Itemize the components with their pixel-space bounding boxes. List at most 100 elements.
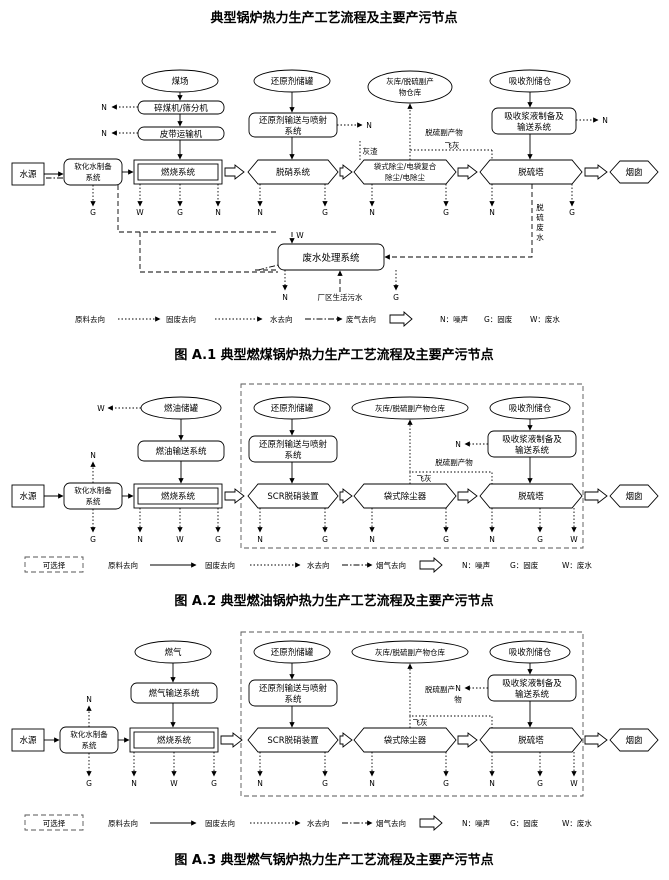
svg-text:G: G [443, 779, 449, 788]
svg-text:还原剂输送与喷射: 还原剂输送与喷射 [259, 439, 328, 450]
svg-text:燃气: 燃气 [164, 647, 182, 658]
svg-text:N: N [131, 779, 137, 788]
emissions-row: G W G N N G N G N G [90, 184, 575, 217]
svg-text:N: N [137, 535, 143, 544]
noise-label: N [101, 103, 107, 112]
svg-text:灰库/脱硫副产物仓库: 灰库/脱硫副产物仓库 [375, 647, 446, 657]
node-slurry-label-2: 输送系统 [517, 122, 552, 133]
svg-text:W：废水: W：废水 [530, 314, 560, 324]
node-wastewater-label: 废水处理系统 [302, 252, 360, 264]
optional-group [240, 383, 584, 549]
svg-text:燃烧系统: 燃烧系统 [157, 735, 192, 746]
noise-label: N [101, 129, 107, 138]
svg-text:固废去向: 固废去向 [166, 314, 196, 324]
flue-arrow [584, 164, 608, 180]
node-reductant-feed-label-2: 系统 [284, 126, 302, 137]
svg-text:N：噪声: N：噪声 [462, 560, 490, 570]
noise-label: N [602, 116, 608, 125]
svg-text:脱: 脱 [536, 202, 544, 212]
svg-text:G: G [86, 779, 92, 788]
svg-text:N: N [257, 208, 263, 217]
noise-label: N [366, 121, 372, 130]
legend-gas: 可选择 原料去向 固废去向 水去向 烟气去向 N：噪声 G：固废 W：废水 [24, 814, 592, 831]
node-bag-filter [353, 727, 457, 753]
svg-text:烟囱: 烟囱 [625, 491, 642, 502]
svg-text:烟囱: 烟囱 [625, 735, 642, 746]
svg-text:灰库/脱硫副产物仓库: 灰库/脱硫副产物仓库 [375, 403, 446, 413]
svg-text:G: G [537, 535, 543, 544]
node-scr [247, 483, 339, 509]
svg-text:输送系统: 输送系统 [515, 445, 550, 456]
emissions-row: G N W G N G N G N G W [86, 752, 578, 788]
svg-text:N: N [455, 440, 461, 449]
node-ash-store [351, 640, 469, 664]
svg-text:G：固废: G：固废 [510, 560, 539, 570]
svg-text:原料去向: 原料去向 [108, 560, 138, 570]
svg-text:固废去向: 固废去向 [205, 560, 235, 570]
svg-text:系统: 系统 [284, 694, 302, 705]
svg-text:G：固废: G：固废 [510, 818, 539, 828]
node-slurry-system [491, 107, 577, 135]
node-bag-filter [353, 483, 457, 509]
svg-text:可选择: 可选择 [43, 818, 66, 828]
node-chimney-label: 烟囱 [625, 167, 642, 178]
node-absorbent-tank-label: 吸收剂储仓 [509, 76, 552, 87]
svg-text:原料去向: 原料去向 [108, 818, 138, 828]
svg-text:N: N [257, 779, 263, 788]
svg-text:G：固废: G：固废 [484, 314, 513, 324]
diagram-oil: 燃油储罐 还原剂储罐 灰库/脱硫副产物仓库 吸收剂储仓 燃油输送系统 还原剂输送… [11, 383, 659, 609]
node-coal-yard-label: 煤场 [171, 76, 188, 87]
svg-text:W: W [97, 404, 105, 413]
node-softener-label-2: 系统 [86, 172, 101, 182]
svg-text:可选择: 可选择 [43, 560, 66, 570]
svg-text:N: N [489, 535, 495, 544]
svg-text:N: N [455, 684, 461, 693]
svg-text:脱硫副产: 脱硫副产 [425, 684, 455, 694]
node-scr [247, 727, 339, 753]
svg-text:N: N [489, 779, 495, 788]
svg-text:袋式除尘器: 袋式除尘器 [384, 735, 427, 746]
node-water-source-label: 水源 [19, 169, 37, 180]
emissions-row: G N W G N G N G N G W [90, 508, 578, 544]
svg-text:N: N [369, 779, 375, 788]
svg-text:G: G [443, 535, 449, 544]
svg-text:还原剂储罐: 还原剂储罐 [271, 647, 314, 658]
svg-text:G: G [393, 293, 399, 302]
svg-text:脱硫塔: 脱硫塔 [518, 491, 544, 502]
svg-text:物: 物 [454, 694, 462, 704]
svg-text:吸收浆液制备及: 吸收浆液制备及 [502, 678, 562, 689]
svg-text:吸收浆液制备及: 吸收浆液制备及 [502, 434, 562, 445]
svg-text:燃油输送系统: 燃油输送系统 [155, 446, 207, 457]
svg-text:W：废水: W：废水 [562, 560, 592, 570]
svg-text:水去向: 水去向 [270, 314, 293, 324]
svg-text:脱硫塔: 脱硫塔 [518, 735, 544, 746]
node-crusher [137, 100, 225, 115]
svg-text:系统: 系统 [82, 740, 97, 750]
svg-text:还原剂输送与喷射: 还原剂输送与喷射 [259, 683, 328, 694]
svg-text:SCR脱硝装置: SCR脱硝装置 [267, 735, 319, 746]
svg-text:水去向: 水去向 [307, 818, 330, 828]
svg-text:W: W [176, 535, 184, 544]
svg-text:飞灰: 飞灰 [413, 717, 428, 727]
node-ash-store [351, 396, 469, 420]
page-title: 典型锅炉热力生产工艺流程及主要产污节点 [210, 10, 457, 26]
node-reductant-tank-label: 还原剂储罐 [271, 76, 314, 87]
svg-text:N: N [215, 208, 221, 217]
caption-a3: 图 A.3 典型燃气锅炉热力生产工艺流程及主要产污节点 [174, 852, 493, 868]
svg-text:G: G [443, 208, 449, 217]
svg-text:烟气去向: 烟气去向 [376, 818, 406, 828]
node-combustion-inner [137, 163, 219, 181]
svg-text:N：噪声: N：噪声 [462, 818, 490, 828]
svg-text:硫: 硫 [536, 212, 544, 222]
svg-text:袋式除尘器: 袋式除尘器 [384, 491, 427, 502]
svg-text:G: G [177, 208, 183, 217]
svg-text:系统: 系统 [86, 496, 101, 506]
flue-arrow [224, 164, 245, 180]
svg-text:N: N [369, 535, 375, 544]
annotation-byproduct: 脱硫副产物 [425, 127, 463, 137]
svg-text:G: G [322, 208, 328, 217]
svg-text:燃油储罐: 燃油储罐 [164, 403, 199, 414]
svg-text:飞灰: 飞灰 [417, 473, 432, 483]
annotation-domestic-ww: 厂区生活污水 [318, 292, 363, 302]
